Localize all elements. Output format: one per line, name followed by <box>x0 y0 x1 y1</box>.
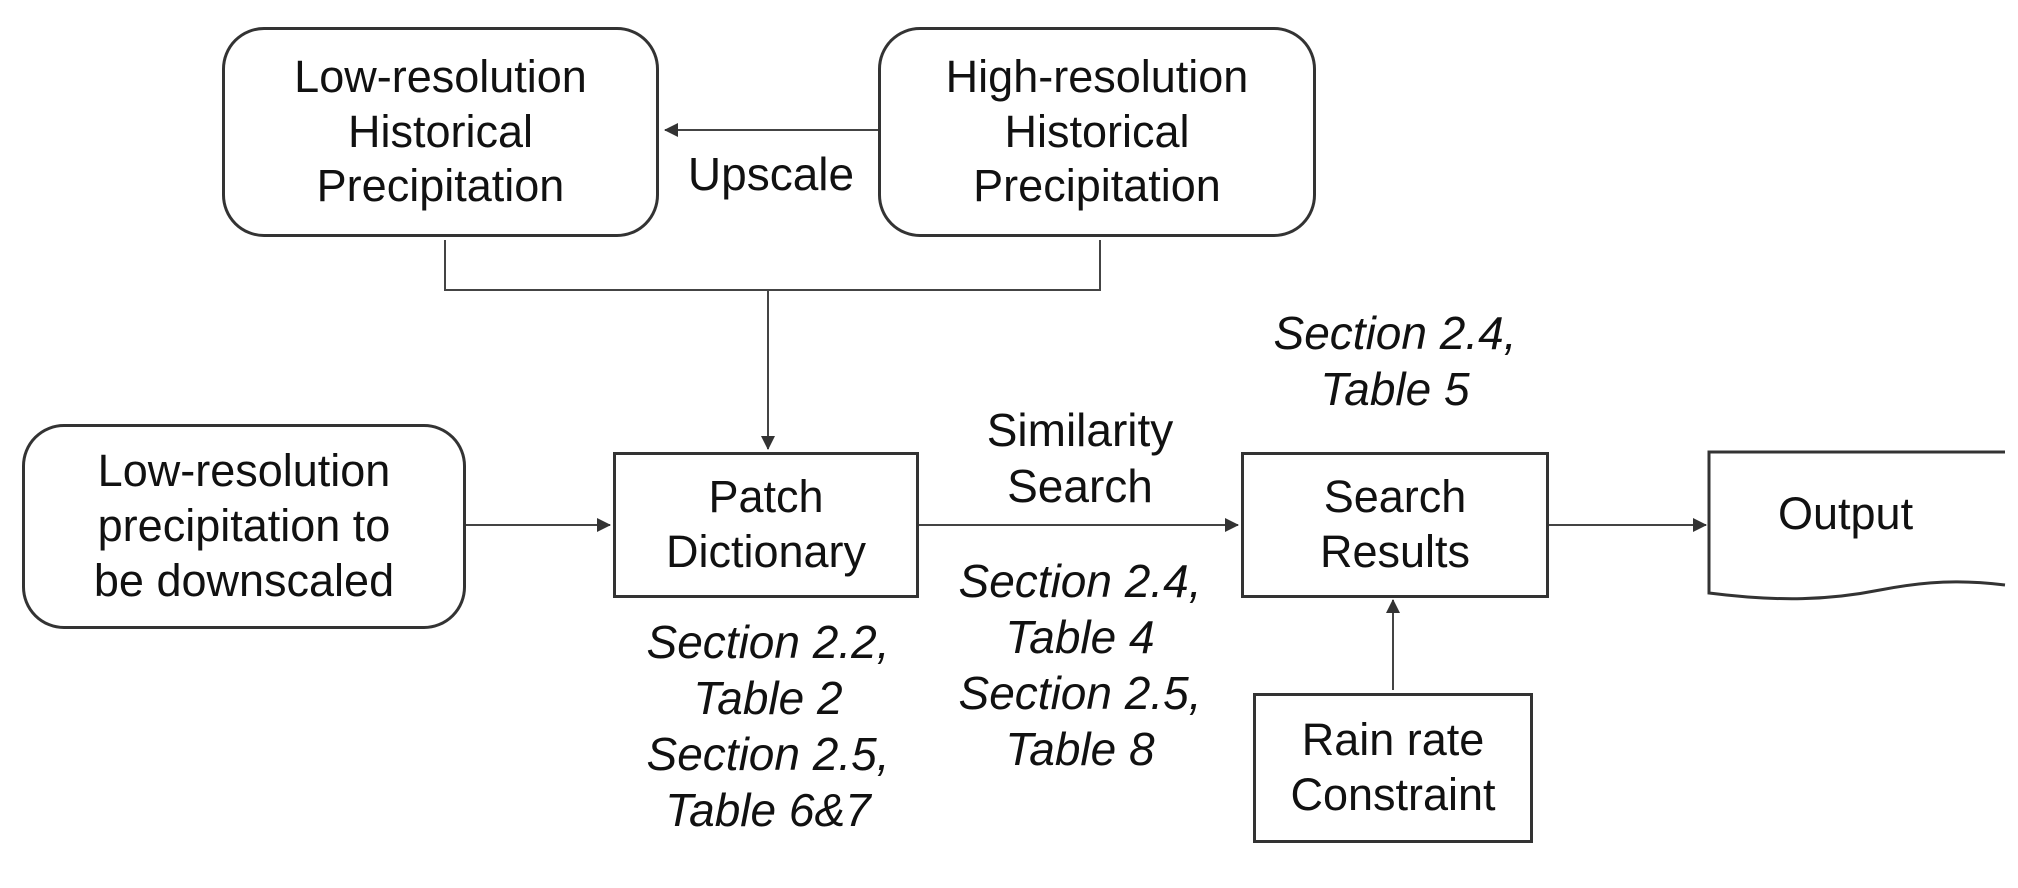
historical-merge-connector <box>444 240 1101 291</box>
annotation-line: Table 8 <box>1005 723 1155 776</box>
patch-dictionary-refs: Section 2.2, Table 2 Section 2.5, Table … <box>603 614 933 838</box>
node-label-line: precipitation to <box>97 500 391 552</box>
node-label-line: Low-resolution <box>294 50 587 102</box>
edge-label-line: Similarity <box>986 404 1174 456</box>
annotation-line: Section 2.5, <box>958 667 1202 720</box>
low-res-historical-node: Low-resolution Historical Precipitation <box>222 27 659 237</box>
annotation-line: Section 2.4, <box>1273 307 1517 359</box>
output-document-shape <box>1707 450 2006 601</box>
node-label-line: Precipitation <box>973 160 1221 212</box>
node-label-line: Constraint <box>1290 769 1496 820</box>
node-label-line: Dictionary <box>665 526 867 577</box>
node-label-line: Low-resolution <box>97 445 391 497</box>
upscale-label: Upscale <box>687 148 855 200</box>
annotation-line: Section 2.4, <box>958 555 1202 607</box>
annotation-line: Section 2.5, <box>646 728 890 781</box>
annotation-line: Table 4 <box>1005 611 1155 664</box>
search-results-refs: Section 2.4, Table 5 <box>1215 305 1575 417</box>
similarity-search-refs: Section 2.4, Table 4 Section 2.5, Table … <box>920 553 1240 777</box>
node-label-line: Precipitation <box>316 160 565 212</box>
node-label-line: Results <box>1319 526 1471 577</box>
similarity-search-label: Similarity Search <box>920 402 1240 514</box>
output-node-label: Output <box>1778 488 1914 539</box>
annotation-line: Table 2 <box>693 672 843 725</box>
high-res-historical-node: High-resolution Historical Precipitation <box>878 27 1316 237</box>
annotation-line: Table 6&7 <box>665 784 871 837</box>
node-label-line: Rain rate <box>1301 714 1485 766</box>
annotation-line: Table 5 <box>1320 363 1470 416</box>
node-label-line: Historical <box>347 105 534 157</box>
node-label-line: be downscaled <box>93 554 395 606</box>
node-label-line: Historical <box>1004 105 1190 157</box>
rain-rate-constraint-node: Rain rate Constraint <box>1253 693 1533 843</box>
patch-dictionary-node: Patch Dictionary <box>613 452 919 598</box>
edge-label-line: Search <box>1007 460 1153 513</box>
node-label-line: Search <box>1323 471 1467 523</box>
node-label-line: High-resolution <box>945 50 1249 102</box>
search-results-node: Search Results <box>1241 452 1549 598</box>
low-res-input-node: Low-resolution precipitation to be downs… <box>22 424 466 629</box>
annotation-line: Section 2.2, <box>646 616 890 668</box>
node-label-line: Patch <box>708 471 824 523</box>
